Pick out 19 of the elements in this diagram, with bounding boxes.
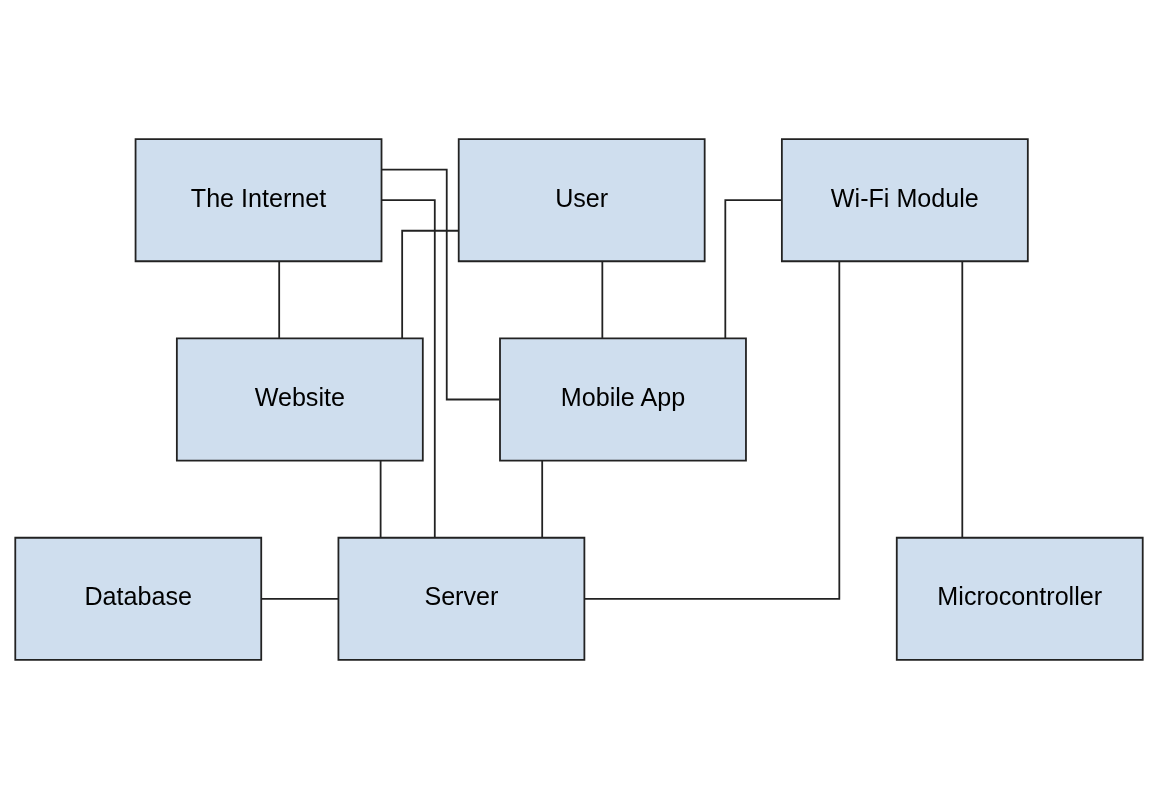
connector — [379, 460, 382, 539]
connector — [401, 229, 460, 339]
node-box: Microcontroller — [895, 536, 1144, 661]
node-box: Mobile App — [499, 337, 747, 462]
node-box: Website — [175, 337, 424, 462]
connector — [381, 199, 436, 539]
connector — [381, 168, 501, 401]
node-box: User — [457, 138, 706, 263]
connector — [724, 199, 783, 339]
connector — [541, 460, 544, 539]
connector — [583, 260, 841, 600]
connector — [601, 260, 604, 339]
connector — [961, 260, 964, 539]
connector — [278, 260, 281, 339]
connector — [260, 597, 339, 600]
node-box: The Internet — [134, 138, 383, 263]
node-box: Database — [14, 536, 263, 661]
node-box: Wi-Fi Module — [780, 138, 1029, 263]
node-box: Server — [337, 536, 586, 661]
